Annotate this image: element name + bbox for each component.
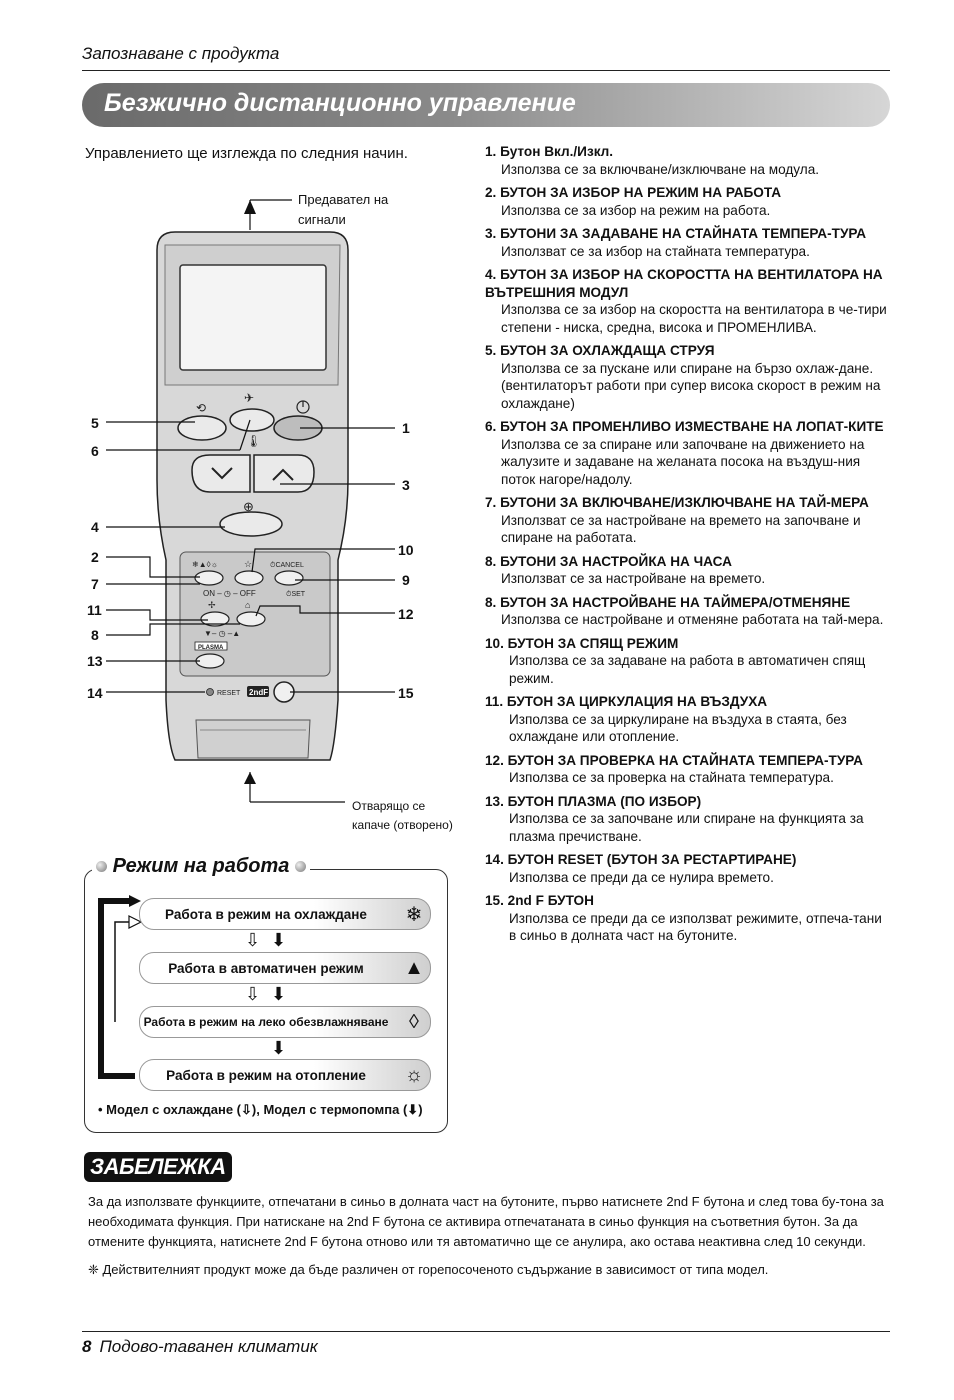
callout-2: 2 bbox=[91, 549, 99, 565]
list-item: 7. БУТОНИ ЗА ВКЛЮЧВАНЕ/ИЗКЛЮЧВАНЕ НА ТАЙ… bbox=[485, 495, 869, 545]
snowflake-icon: ❄ bbox=[405, 903, 423, 926]
list-item: 3. БУТОНИ ЗА ЗАДАВАНЕ НА СТАЙНАТА ТЕМПЕР… bbox=[485, 226, 867, 259]
callout-13: 13 bbox=[87, 653, 103, 669]
button-descriptions: 1. Бутон Вкл./Изкл.Използва се за включв… bbox=[485, 143, 890, 951]
callout-12: 12 bbox=[398, 606, 414, 622]
sun-icon: ☼ bbox=[404, 1063, 424, 1086]
footer-rule bbox=[82, 1331, 890, 1332]
list-item: 13. БУТОН ПЛАЗМА (ПО ИЗБОР)Използва се з… bbox=[485, 793, 864, 844]
svg-text:PLASMA: PLASMA bbox=[198, 645, 224, 651]
page-title-banner: Безжично дистанционно управление bbox=[82, 83, 890, 127]
list-item: 1. Бутон Вкл./Изкл.Използва се за включв… bbox=[485, 144, 820, 177]
callout-1: 1 bbox=[402, 420, 410, 436]
mode-cooling: Работа в режим на охлаждане ❄ bbox=[139, 898, 431, 930]
mode-auto: Работа в автоматичен режим ▲ bbox=[139, 952, 431, 984]
callout-3: 3 bbox=[402, 477, 410, 493]
svg-text:ON – ◷ – OFF: ON – ◷ – OFF bbox=[203, 589, 256, 598]
page-number: 8 bbox=[82, 1337, 92, 1356]
svg-text:☆: ☆ bbox=[244, 559, 252, 569]
svg-text:⟲: ⟲ bbox=[196, 401, 206, 415]
arrow-down-outline-icon: ⇩ bbox=[245, 984, 261, 1004]
svg-text:✢: ✢ bbox=[208, 600, 216, 610]
list-item: 14. БУТОН RESET (БУТОН ЗА РЕСТАРТИРАНЕ)И… bbox=[485, 852, 797, 885]
list-item: 12. БУТОН ЗА ПРОВЕРКА НА СТАЙНАТА ТЕМПЕР… bbox=[485, 752, 863, 786]
svg-text:⏱CANCEL: ⏱CANCEL bbox=[270, 561, 304, 569]
svg-text:2ndF: 2ndF bbox=[249, 688, 268, 697]
callout-5: 5 bbox=[91, 415, 99, 431]
page-title: Безжично дистанционно управление bbox=[104, 89, 576, 117]
svg-text:RESET: RESET bbox=[217, 690, 241, 697]
svg-text:✈: ✈ bbox=[244, 391, 254, 405]
section-title: Запознаване с продукта bbox=[82, 44, 280, 63]
svg-text:⊕: ⊕ bbox=[243, 499, 254, 514]
callout-7: 7 bbox=[91, 576, 99, 592]
callout-10: 10 bbox=[398, 542, 414, 558]
footer-title: Подово-таванен климатик bbox=[99, 1337, 318, 1356]
callout-11: 11 bbox=[87, 602, 102, 618]
list-item: 8. БУТОН ЗА НАСТРОЙВАНЕ НА ТАЙМЕРА/ОТМЕН… bbox=[485, 594, 884, 628]
bullet-ball-icon bbox=[294, 861, 306, 873]
mode-dehumidify: Работа в режим на леко обезвлажняване ◊ bbox=[139, 1006, 431, 1038]
svg-text:❄▲◊☼: ❄▲◊☼ bbox=[192, 560, 218, 569]
list-item: 6. БУТОН ЗА ПРОМЕНЛИВО ИЗМЕСТВАНЕ НА ЛОП… bbox=[485, 419, 884, 487]
arrow-down-solid-icon: ⬇ bbox=[271, 930, 287, 950]
disclaimer: ❈ Действителният продукт може да бъде ра… bbox=[88, 1262, 769, 1277]
arrow-down-solid-icon: ⬇ bbox=[407, 1102, 419, 1117]
operation-mode-title: Режим на работа bbox=[92, 855, 310, 878]
remote-control-diagram: ⟲ ✈ 🌡 ⊕ ❄▲◊☼ ☆ ⏱CANCEL ON – ◷ – OFF ⏱SET… bbox=[106, 199, 395, 803]
arrow-down-outline-icon: ⇩ bbox=[241, 1102, 252, 1117]
callout-8: 8 bbox=[91, 627, 99, 643]
header-rule bbox=[82, 70, 890, 71]
svg-text:▼– ◷ –▲: ▼– ◷ –▲ bbox=[204, 629, 240, 638]
arrow-down-solid-icon: ⬇ bbox=[271, 984, 287, 1004]
cover-label: Отварящо се капаче (отворено) bbox=[352, 799, 453, 832]
list-item: 4. БУТОН ЗА ИЗБОР НА СКОРОСТТА НА ВЕНТИЛ… bbox=[485, 267, 887, 335]
bullet-ball-icon bbox=[96, 861, 107, 873]
svg-text:⌂: ⌂ bbox=[245, 600, 250, 610]
droplet-icon: ◊ bbox=[409, 1010, 419, 1033]
intro-text: Управлението ще изглежда по следния начи… bbox=[85, 145, 408, 162]
mode-legend: • Модел с охлаждане (⇩), Модел с термопо… bbox=[98, 1102, 423, 1117]
callout-6: 6 bbox=[91, 443, 99, 459]
footer: 8 Подово-таванен климатик bbox=[82, 1337, 318, 1357]
mode-cycle-arrows bbox=[98, 895, 143, 1079]
arrow-down-outline-icon: ⇩ bbox=[245, 930, 261, 950]
transmitter-label: Предавател на сигнали bbox=[298, 192, 389, 227]
callout-4: 4 bbox=[91, 519, 99, 535]
callout-9: 9 bbox=[402, 572, 410, 588]
svg-text:⏱SET: ⏱SET bbox=[286, 590, 306, 598]
auto-mode-icon: ▲ bbox=[404, 956, 424, 979]
note-text: За да използвате функциите, отпечатани в… bbox=[88, 1192, 890, 1280]
mode-heating: Работа в режим на отопление ☼ bbox=[139, 1059, 431, 1091]
callout-15: 15 bbox=[398, 685, 414, 701]
note-heading: ЗАБЕЛЕЖКА bbox=[84, 1152, 232, 1182]
arrow-down-solid-icon: ⬇ bbox=[271, 1038, 287, 1058]
svg-text:🌡: 🌡 bbox=[246, 434, 261, 448]
callout-14: 14 bbox=[87, 685, 103, 701]
